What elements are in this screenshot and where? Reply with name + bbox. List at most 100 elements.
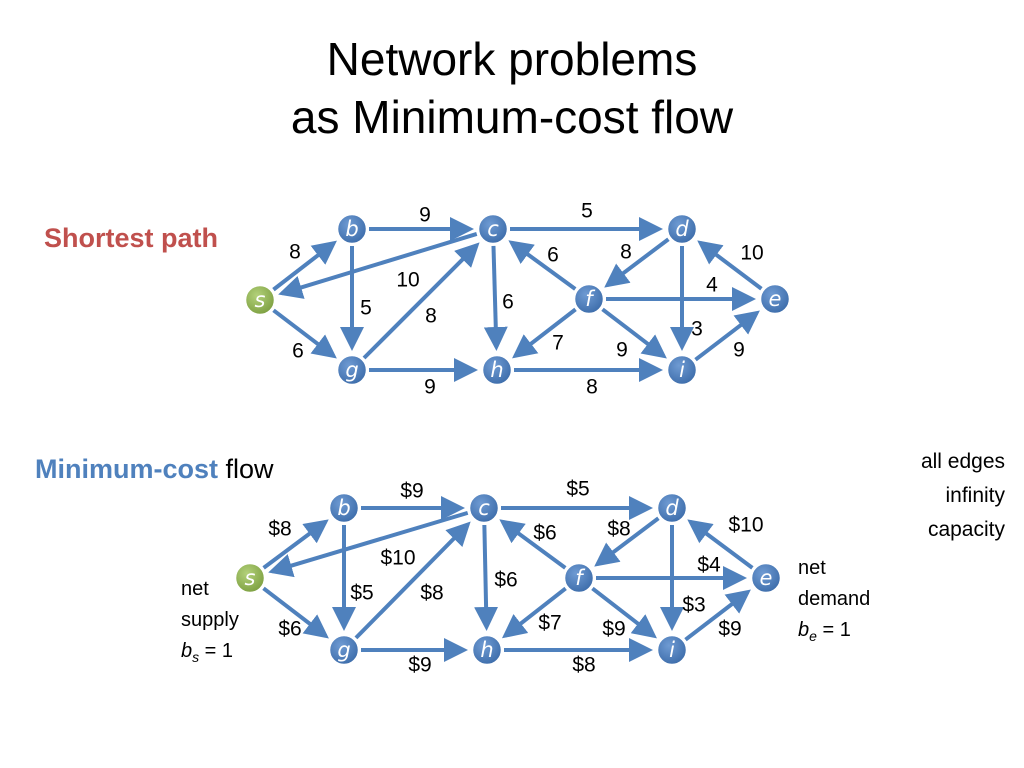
shortest-path-edge-label-c-d: 5 xyxy=(581,200,593,223)
shortest-path-edge-g-c xyxy=(362,242,480,360)
shortest-path-node-label-d: d xyxy=(675,217,689,241)
shortest-path-edge-label-f-c: 6 xyxy=(547,244,559,267)
demand-subscript: e xyxy=(809,628,817,644)
shortest-path-node-b xyxy=(335,212,369,246)
shortest-path-edge-f-c xyxy=(508,240,577,291)
edges-note-line-3: capacity xyxy=(927,518,1005,541)
min-cost-flow-edge-label-c-h: $6 xyxy=(494,569,517,592)
min-cost-flow-edge-f-i xyxy=(591,586,657,639)
shortest-path-edge-label-f-i: 9 xyxy=(616,339,628,362)
min-cost-flow-edge-label-f-i: $9 xyxy=(602,618,625,641)
supply-note-line-1: net xyxy=(181,578,209,600)
min-cost-flow-node-d xyxy=(655,491,689,525)
shortest-path-edge-label-f-e: 4 xyxy=(706,274,718,297)
min-cost-flow-node-b xyxy=(327,491,361,525)
supply-note-formula: bs = 1 xyxy=(181,636,239,673)
title-line-2: as Minimum-cost flow xyxy=(290,91,734,143)
min-cost-flow-edge-label-b-g: $5 xyxy=(350,582,373,605)
min-cost-flow-node-e xyxy=(749,561,783,595)
shortest-path-node-s xyxy=(243,283,277,317)
shortest-path-edge-e-d xyxy=(697,240,763,291)
min-cost-flow-node-label-b: b xyxy=(337,496,350,520)
shortest-path-node-g xyxy=(335,353,369,387)
min-cost-flow-edge-label-i-e: $9 xyxy=(718,618,741,641)
shortest-path-edge-s-b xyxy=(272,240,337,292)
edges-note-line-1: all edges xyxy=(920,450,1005,473)
shortest-path-edge-label-e-d: 10 xyxy=(740,242,763,265)
min-cost-flow-edge-f-c xyxy=(499,519,567,570)
shortest-path-edge-label-b-c: 9 xyxy=(419,204,431,227)
shortest-path-edge-label-c-h: 6 xyxy=(502,291,514,314)
min-cost-flow-node-label-g: g xyxy=(337,638,350,662)
shortest-path-edge-label-d-f: 8 xyxy=(620,241,632,264)
min-cost-flow-edge-e-d xyxy=(687,519,754,570)
min-cost-flow-node-label-i: i xyxy=(669,638,675,662)
shortest-path-node-label-g: g xyxy=(345,358,358,382)
shortest-path-edge-s-g xyxy=(272,308,337,359)
supply-subscript: s xyxy=(192,649,200,665)
shortest-path-edge-c-h xyxy=(483,245,508,352)
net-demand-note: net demand be = 1 xyxy=(798,553,870,652)
shortest-path-node-label-e: e xyxy=(769,287,782,311)
supply-value: = 1 xyxy=(199,640,234,662)
min-cost-flow-node-label-d: d xyxy=(665,496,679,520)
edges-capacity-note: all edges infinity capacity xyxy=(880,445,1005,547)
demand-symbol: b xyxy=(798,619,810,641)
min-cost-flow-edge-label-c-d: $5 xyxy=(566,478,589,501)
shortest-path-node-c xyxy=(476,212,510,246)
min-cost-flow-node-f xyxy=(562,561,596,595)
min-cost-flow-graph: $8$6$9$5$10$5$6$8$9$8$3$10$6$4$7$9$8$9sb… xyxy=(233,478,783,677)
min-cost-flow-node-h xyxy=(470,633,504,667)
min-cost-flow-edge-label-f-e: $4 xyxy=(697,554,721,577)
min-cost-flow-node-label-f: f xyxy=(575,566,586,590)
demand-note-formula: be = 1 xyxy=(798,615,870,652)
shortest-path-edge-label-g-c: 8 xyxy=(425,305,437,328)
shortest-path-node-d xyxy=(665,212,699,246)
shortest-path-edge-label-g-h: 9 xyxy=(424,376,436,399)
shortest-path-edge-f-i xyxy=(601,307,667,359)
shortest-path-edge-label-d-i: 3 xyxy=(691,318,703,341)
min-cost-flow-edge-label-d-f: $8 xyxy=(607,518,630,541)
min-cost-flow-label-rest: flow xyxy=(218,454,274,484)
shortest-path-node-label-f: f xyxy=(585,287,596,311)
min-cost-flow-node-c xyxy=(467,491,501,525)
shortest-path-node-label-c: c xyxy=(487,217,499,241)
net-supply-note: net supply bs = 1 xyxy=(181,574,239,673)
shortest-path-edge-label-b-g: 5 xyxy=(360,297,372,320)
shortest-path-edge-label-f-h: 7 xyxy=(552,332,564,355)
demand-note-line-1: net xyxy=(798,557,826,579)
min-cost-flow-edge-s-g xyxy=(262,586,329,639)
min-cost-flow-node-label-e: e xyxy=(760,566,773,590)
min-cost-flow-edge-label-b-c: $9 xyxy=(400,480,423,503)
shortest-path-edge-i-e xyxy=(694,310,760,362)
min-cost-flow-edge-label-s-g: $6 xyxy=(278,618,301,641)
min-cost-flow-edge-label-f-h: $7 xyxy=(538,612,561,635)
demand-note-line-2: demand xyxy=(798,588,871,610)
min-cost-flow-node-s xyxy=(233,561,267,595)
min-cost-flow-label-accent: Minimum-cost xyxy=(35,454,219,484)
shortest-path-edge-label-s-b: 8 xyxy=(289,241,301,264)
edges-note-line-2: infinity xyxy=(945,484,1005,507)
shortest-path-edge-f-h xyxy=(512,307,577,359)
shortest-path-label: Shortest path xyxy=(44,223,219,253)
shortest-path-node-h xyxy=(480,353,514,387)
shortest-path-node-label-b: b xyxy=(345,217,358,241)
min-cost-flow-node-label-h: h xyxy=(480,638,493,662)
min-cost-flow-edge-label-c-s: $10 xyxy=(380,547,415,570)
min-cost-flow-edge-label-e-d: $10 xyxy=(728,514,763,537)
min-cost-flow-edge-label-d-i: $3 xyxy=(682,594,705,617)
shortest-path-edge-label-i-e: 9 xyxy=(733,339,745,362)
min-cost-flow-node-label-s: s xyxy=(245,566,256,590)
min-cost-flow-edge-c-h xyxy=(474,524,499,632)
title-line-1: Network problems xyxy=(326,33,698,85)
min-cost-flow-edge-label-h-i: $8 xyxy=(572,654,595,677)
shortest-path-node-f xyxy=(572,282,606,316)
shortest-path-edge-label-s-g: 6 xyxy=(292,340,304,363)
min-cost-flow-edge-label-g-h: $9 xyxy=(408,654,431,677)
min-cost-flow-edge-i-e xyxy=(684,589,751,642)
min-cost-flow-edge-c-s xyxy=(268,510,469,578)
shortest-path-edge-d-f xyxy=(604,237,670,288)
shortest-path-node-label-i: i xyxy=(679,358,685,382)
